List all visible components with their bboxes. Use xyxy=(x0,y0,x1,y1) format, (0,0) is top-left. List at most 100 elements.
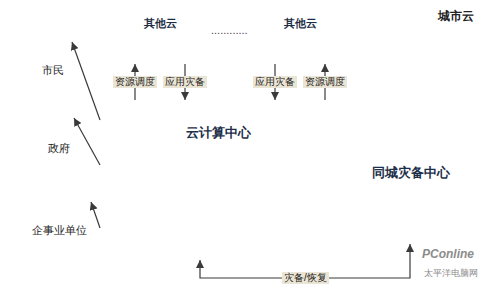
tv-base xyxy=(13,55,31,58)
thumbnail-scene xyxy=(117,127,165,149)
database-top xyxy=(196,158,210,164)
server-slot xyxy=(285,163,292,164)
app-icon xyxy=(21,193,25,197)
watermark: PConline xyxy=(422,248,474,262)
city-cloud-region: 城市云其他云其他云云计算中心同城灾备中心 xyxy=(86,2,486,290)
database-top xyxy=(296,222,310,228)
node-label: 城市云 xyxy=(438,10,474,24)
server-slot xyxy=(194,211,201,212)
thumbnail-sky xyxy=(117,115,165,128)
tv-stand xyxy=(19,51,25,55)
server-slot xyxy=(159,43,166,44)
server-slot xyxy=(159,46,166,47)
server-top xyxy=(240,178,251,182)
server-slot xyxy=(391,205,398,206)
user-icon xyxy=(2,186,42,222)
server-slot xyxy=(391,202,398,203)
server-rack xyxy=(402,192,413,208)
illustration-part xyxy=(371,192,431,218)
server-slot xyxy=(194,214,201,215)
node-label: 同城灾备中心 xyxy=(372,166,450,181)
database-symbol xyxy=(417,201,431,214)
server-slot xyxy=(194,217,201,218)
app-icon xyxy=(21,199,25,203)
cloud-outline xyxy=(116,11,206,61)
server-rack xyxy=(205,204,216,220)
server-slot xyxy=(255,188,262,189)
server-slot xyxy=(299,49,306,50)
tablet xyxy=(17,187,39,217)
cloud-shape xyxy=(100,100,336,260)
database-symbol xyxy=(170,45,184,58)
thumbnail xyxy=(116,158,166,198)
server-slot xyxy=(285,160,292,161)
server-slot xyxy=(286,46,293,47)
cloud-outline xyxy=(346,142,480,238)
cloud-shape xyxy=(112,6,208,64)
database-top xyxy=(170,42,184,48)
tv-tile xyxy=(32,35,40,41)
database-symbol xyxy=(371,205,385,218)
server-rack xyxy=(283,150,294,166)
tablet-screen xyxy=(5,194,21,215)
person-body xyxy=(32,118,46,131)
server-rack xyxy=(253,178,264,194)
server-slot xyxy=(242,188,249,189)
person-head xyxy=(34,106,44,116)
database-symbol xyxy=(310,45,324,58)
server-top xyxy=(192,204,203,208)
citizen-user: 市民 xyxy=(2,24,72,80)
node-label: 其他云 xyxy=(144,17,177,30)
server-rack xyxy=(270,150,281,166)
monitor xyxy=(7,110,31,127)
tv-tile xyxy=(32,42,40,48)
node-label: 政府 xyxy=(48,142,70,155)
server-slot xyxy=(404,199,411,200)
database-top xyxy=(300,156,314,162)
edge-label: 应用灾备 xyxy=(253,76,297,88)
node-label: 企事业单位 xyxy=(32,224,87,237)
wheel-spoke xyxy=(141,217,152,228)
tv-tile xyxy=(14,42,22,48)
server-slot xyxy=(146,46,153,47)
server-top xyxy=(284,36,295,40)
server-rack xyxy=(157,36,168,52)
cloud-contents xyxy=(100,100,336,260)
wheel-spoke xyxy=(130,217,141,228)
edge-label: 资源调度 xyxy=(303,76,347,88)
server-slot xyxy=(285,157,292,158)
wheel-spoke xyxy=(140,212,142,228)
thumbnail xyxy=(116,114,166,150)
server-rack xyxy=(284,36,295,52)
cloud-outline xyxy=(110,115,332,252)
tv-tile xyxy=(23,27,31,33)
disaster-recovery-cloud: 同城灾备中心 xyxy=(340,132,482,244)
tv-tile xyxy=(23,42,31,48)
database-top xyxy=(214,162,228,168)
region-shape xyxy=(86,2,486,290)
wheel xyxy=(123,210,159,246)
connector-arrow xyxy=(74,118,100,165)
tablet xyxy=(3,191,23,218)
monitor-screen xyxy=(9,112,29,125)
server-top xyxy=(260,218,271,222)
illustration-part xyxy=(72,42,410,278)
app-icon xyxy=(31,199,35,203)
server-slot xyxy=(272,160,279,161)
app-icon xyxy=(26,193,30,197)
tv-tile xyxy=(14,35,22,41)
illustration-part xyxy=(144,36,184,58)
region-outline xyxy=(87,3,485,289)
edge-label: 应用灾备 xyxy=(163,76,207,88)
database-symbol xyxy=(224,213,238,226)
edge-label: 资源调度 xyxy=(113,76,157,88)
server-top xyxy=(389,192,400,196)
server-slot xyxy=(242,185,249,186)
cloud-shape xyxy=(340,132,482,244)
server-slot xyxy=(146,49,153,50)
wheel-hub xyxy=(136,223,146,233)
server-rack xyxy=(297,36,308,52)
database-top xyxy=(280,200,294,206)
edge-label: 灾备/恢复 xyxy=(282,272,329,284)
watermark: 太平洋电脑网 xyxy=(424,268,478,278)
